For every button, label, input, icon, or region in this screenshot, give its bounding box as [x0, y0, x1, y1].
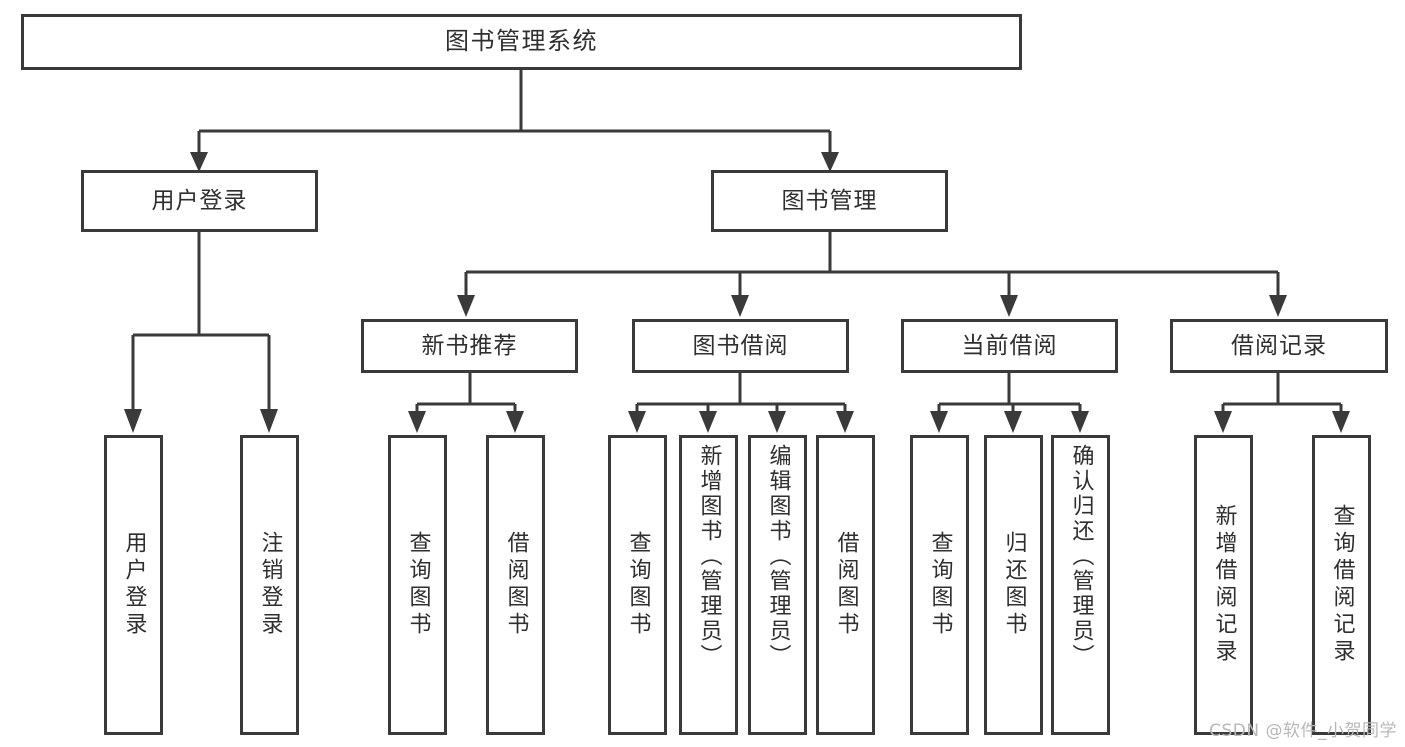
- node-leaf-user-logout[interactable]: 注销登录: [240, 435, 299, 735]
- node-label: 查询借阅记录: [1329, 504, 1355, 666]
- arrow-head-book-borrow: [731, 295, 749, 317]
- node-leaf-add-book[interactable]: 新增图书（管理员）: [679, 435, 738, 735]
- node-label: 图书管理系统: [445, 27, 598, 56]
- node-label: 用户登录: [121, 531, 147, 639]
- node-label: 图书借阅: [692, 332, 789, 359]
- node-label: 借阅记录: [1231, 332, 1327, 359]
- node-label: 当前借阅: [961, 332, 1058, 359]
- node-label: 归还图书: [1001, 531, 1027, 639]
- node-leaf-query-book-1[interactable]: 查询图书: [388, 435, 447, 735]
- node-leaf-borrow-book-2[interactable]: 借阅图书: [816, 435, 875, 735]
- node-book-manage[interactable]: 图书管理: [711, 170, 948, 232]
- node-current-borrow[interactable]: 当前借阅: [901, 319, 1118, 373]
- node-book-borrow[interactable]: 图书借阅: [632, 319, 849, 373]
- arrow-head-leaf-confirm-return: [1071, 411, 1089, 433]
- arrow-head-leaf-user-logout: [260, 409, 278, 433]
- arrow-head-user-login: [190, 152, 208, 172]
- node-label: 查询图书: [405, 531, 431, 639]
- node-leaf-query-book-2[interactable]: 查询图书: [608, 435, 667, 735]
- arrow-head-book-manage: [821, 152, 839, 172]
- node-label: 新增借阅记录: [1211, 504, 1237, 666]
- node-label: 新增图书（管理员）: [696, 444, 722, 669]
- node-label: 借阅图书: [833, 531, 859, 639]
- arrow-head-leaf-query-book-2: [628, 411, 646, 433]
- node-label: 查询图书: [927, 531, 953, 639]
- node-label: 新书推荐: [421, 332, 518, 359]
- arrow-head-leaf-user-login: [124, 409, 142, 433]
- arrow-head-leaf-query-record: [1332, 411, 1350, 433]
- node-leaf-edit-book[interactable]: 编辑图书（管理员）: [748, 435, 807, 735]
- arrow-head-borrow-record: [1269, 295, 1287, 317]
- node-root-system[interactable]: 图书管理系统: [21, 14, 1022, 70]
- node-label: 确认归还（管理员）: [1068, 444, 1094, 669]
- node-leaf-borrow-book-1[interactable]: 借阅图书: [486, 435, 545, 735]
- arrow-head-leaf-edit-book: [768, 411, 786, 433]
- node-label: 编辑图书（管理员）: [765, 444, 791, 669]
- arrow-head-leaf-borrow-book-2: [836, 411, 854, 433]
- node-leaf-query-book-3[interactable]: 查询图书: [910, 435, 969, 735]
- node-label: 用户登录: [151, 187, 248, 214]
- node-leaf-user-login[interactable]: 用户登录: [104, 435, 163, 735]
- node-label: 借阅图书: [503, 531, 529, 639]
- csdn-watermark: CSDN @软件_小贺同学: [1209, 721, 1397, 741]
- arrow-head-leaf-query-book-1: [408, 411, 426, 433]
- arrow-head-new-book-recommend: [457, 295, 475, 317]
- node-label: 注销登录: [257, 531, 283, 639]
- arrow-head-leaf-return-book: [1004, 411, 1022, 433]
- node-leaf-return-book[interactable]: 归还图书: [984, 435, 1043, 735]
- node-leaf-confirm-return[interactable]: 确认归还（管理员）: [1051, 435, 1110, 735]
- node-label: 图书管理: [781, 187, 878, 214]
- arrow-head-leaf-query-book-3: [930, 411, 948, 433]
- arrow-head-current-borrow: [1000, 295, 1018, 317]
- arrow-head-leaf-add-book: [699, 411, 717, 433]
- arrow-head-leaf-add-record: [1214, 411, 1232, 433]
- node-leaf-add-record[interactable]: 新增借阅记录: [1194, 435, 1253, 735]
- node-user-login[interactable]: 用户登录: [81, 170, 318, 232]
- node-borrow-record[interactable]: 借阅记录: [1170, 319, 1388, 373]
- node-new-book-recommend[interactable]: 新书推荐: [361, 319, 578, 373]
- arrow-head-leaf-borrow-book-1: [506, 411, 524, 433]
- node-label: 查询图书: [625, 531, 651, 639]
- node-leaf-query-record[interactable]: 查询借阅记录: [1312, 435, 1371, 735]
